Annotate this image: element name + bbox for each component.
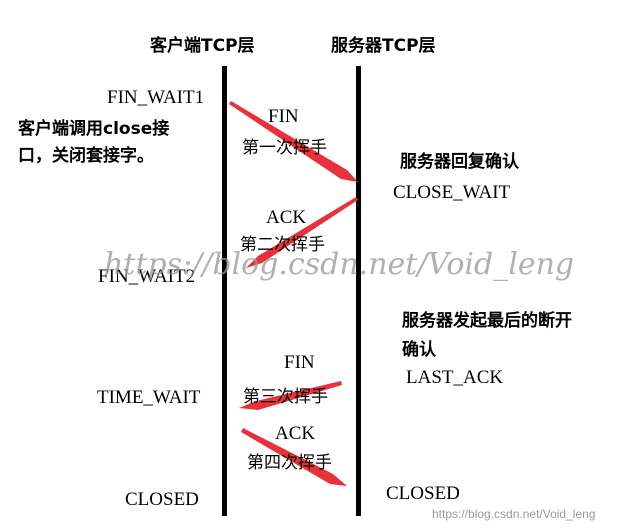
handshake-label-1: 第一次挥手 (242, 138, 327, 158)
watermark-url: https://blog.csdn.net/Void_leng (104, 247, 575, 282)
state-time-wait: TIME_WAIT (97, 387, 201, 408)
state-fin-wait2: FIN_WAIT2 (98, 266, 196, 287)
server-lifeline (356, 66, 361, 516)
server-tcp-header: 服务器TCP层 (331, 36, 436, 56)
state-close-wait: CLOSE_WAIT (393, 182, 511, 203)
server-fin-note-line1: 服务器发起最后的断开 (402, 311, 572, 331)
client-close-note-line1: 客户端调用close接 (18, 119, 170, 139)
client-close-note-line2: 口，关闭套接字。 (18, 146, 154, 166)
handshake-label-2: 第二次挥手 (240, 235, 325, 255)
state-fin-wait1: FIN_WAIT1 (107, 87, 205, 108)
handshake-label-3: 第三次挥手 (243, 387, 328, 407)
arrow-fin-3 (239, 381, 342, 410)
arrow-fin-1 (229, 101, 358, 182)
client-lifeline (222, 66, 227, 516)
state-server-closed: CLOSED (386, 483, 460, 504)
message-label-3: FIN (284, 352, 315, 373)
message-label-4: ACK (275, 423, 316, 444)
message-label-1: FIN (268, 106, 299, 127)
server-ack-note: 服务器回复确认 (400, 152, 519, 172)
arrow-ack-2 (246, 197, 358, 268)
arrow-ack-4 (241, 428, 347, 486)
message-label-2: ACK (266, 207, 307, 228)
state-client-closed: CLOSED (125, 489, 199, 510)
server-fin-note-line2: 确认 (402, 340, 436, 360)
handshake-label-4: 第四次挥手 (247, 453, 332, 473)
state-last-ack: LAST_ACK (406, 367, 504, 388)
client-tcp-header: 客户端TCP层 (150, 36, 255, 56)
watermark-corner: https://blog.csdn.net/Void_leng (432, 507, 596, 521)
